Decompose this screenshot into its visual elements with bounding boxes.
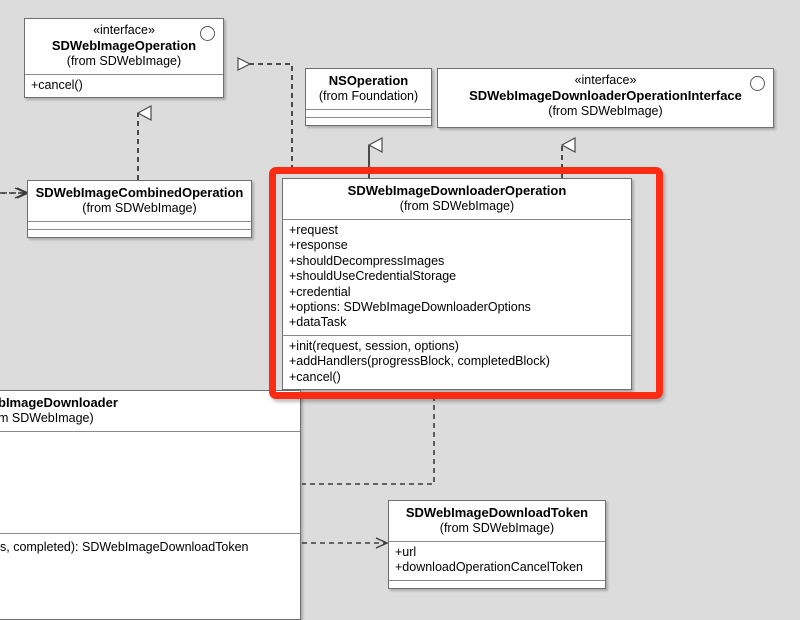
methods-compartment (306, 117, 431, 125)
class-name: bImageDownloader (0, 395, 118, 410)
class-name: SDWebImageCombinedOperation (35, 185, 244, 200)
attribute-item: +shouldDecompressImages (289, 253, 445, 268)
attribute-item: +credential (289, 284, 351, 299)
link-downloaderop-depends-token (302, 396, 435, 485)
attribute-item: +downloadOperationCancelToken (395, 560, 583, 575)
class-name: NSOperation (328, 73, 409, 88)
interface-lollipop-icon (750, 76, 765, 91)
class-header: NSOperation (from Foundation) (306, 69, 431, 109)
attribute-item: +shouldUseCredentialStorage (289, 269, 457, 284)
attributes-compartment: +url +downloadOperationCancelToken (389, 541, 605, 580)
attribute-item: +url (395, 545, 417, 559)
class-header: SDWebImageDownloaderOperation (from SDWe… (283, 179, 631, 219)
methods-compartment: +cancel() (25, 74, 223, 97)
attributes-compartment (28, 221, 251, 229)
methods-compartment: s, completed): SDWebImageDownloadToken (0, 533, 300, 559)
method-item: +init(request, session, options) (289, 338, 459, 353)
attributes-compartment (306, 109, 431, 117)
class-package: m SDWebImage) (0, 411, 94, 425)
class-name: SDWebImageDownloaderOperation (347, 183, 567, 198)
class-box-downloaderoperation[interactable]: SDWebImageDownloaderOperation (from SDWe… (282, 178, 632, 391)
class-name: SDWebImageOperation (51, 38, 197, 53)
class-box-nsoperation[interactable]: NSOperation (from Foundation) (305, 68, 432, 126)
class-header: «interface» SDWebImageOperation (from SD… (25, 19, 223, 74)
class-box-downloaderoperationinterface[interactable]: «interface» SDWebImageDownloaderOperatio… (437, 68, 774, 128)
class-box-sdwebimageoperation[interactable]: «interface» SDWebImageOperation (from SD… (24, 18, 224, 99)
class-name: SDWebImageDownloadToken (405, 505, 589, 520)
method-item: +cancel() (31, 78, 83, 92)
class-package: (from SDWebImage) (439, 521, 555, 535)
attribute-item: +dataTask (289, 315, 347, 330)
attribute-item: +response (289, 238, 348, 253)
methods-compartment (28, 229, 251, 237)
class-stereotype: «interface» (93, 23, 155, 37)
class-package: (from SDWebImage) (399, 199, 515, 213)
class-header: SDWebImageDownloadToken (from SDWebImage… (389, 501, 605, 541)
attribute-item: +options: SDWebImageDownloaderOptions (289, 300, 531, 315)
methods-compartment (389, 579, 605, 588)
class-box-downloadtoken[interactable]: SDWebImageDownloadToken (from SDWebImage… (388, 500, 606, 589)
class-box-downloader[interactable]: bImageDownloader m SDWebImage) s, comple… (0, 390, 301, 620)
class-header: SDWebImageCombinedOperation (from SDWebI… (28, 181, 251, 221)
interface-lollipop-icon (200, 26, 215, 41)
class-stereotype: «interface» (574, 73, 637, 87)
method-item: +cancel() (289, 369, 341, 384)
class-header: bImageDownloader m SDWebImage) (0, 391, 300, 431)
class-package: (from Foundation) (318, 89, 419, 103)
class-name: SDWebImageDownloaderOperationInterface (469, 88, 742, 103)
attributes-compartment (0, 431, 300, 533)
attribute-item: +request (289, 223, 338, 237)
class-package: (from SDWebImage) (66, 54, 182, 68)
methods-compartment: +init(request, session, options) +addHan… (283, 334, 631, 389)
class-package: (from SDWebImage) (548, 104, 663, 118)
class-header: «interface» SDWebImageDownloaderOperatio… (438, 69, 773, 127)
class-box-combinedoperation[interactable]: SDWebImageCombinedOperation (from SDWebI… (27, 180, 252, 238)
class-package: (from SDWebImage) (82, 201, 197, 215)
method-item: +addHandlers(progressBlock, completedBlo… (289, 354, 550, 369)
attributes-compartment: +request +response +shouldDecompressImag… (283, 219, 631, 335)
method-item: s, completed): SDWebImageDownloadToken (0, 540, 249, 554)
